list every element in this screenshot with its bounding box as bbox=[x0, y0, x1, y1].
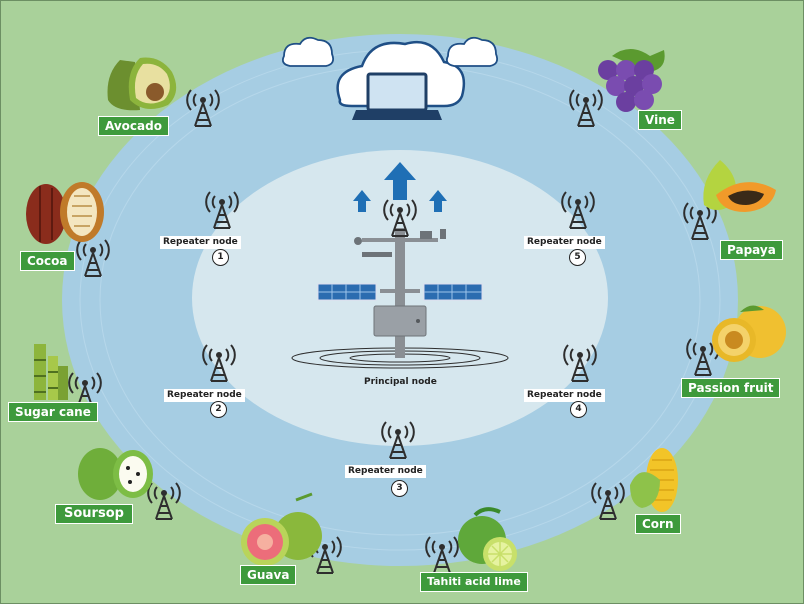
tahiti-lime-icon bbox=[458, 507, 517, 571]
crop-label-sugar-cane: Sugar cane bbox=[8, 402, 98, 422]
crop-label-passion-fruit: Passion fruit bbox=[681, 378, 781, 398]
cocoa-icon bbox=[26, 182, 104, 244]
guava-icon bbox=[241, 492, 322, 566]
repeater-node-3-label: Repeater node bbox=[345, 465, 426, 478]
sugar-cane-icon bbox=[34, 344, 68, 400]
crop-label-soursop: Soursop bbox=[55, 504, 133, 524]
crop-label-vine: Vine bbox=[638, 110, 682, 130]
repeater-node-5-label: Repeater node bbox=[524, 236, 605, 249]
repeater-node-2-label: Repeater node bbox=[164, 389, 245, 402]
cloud-laptop-icon bbox=[281, 36, 499, 120]
repeater-node-1-label: Repeater node bbox=[160, 236, 241, 249]
repeater-node-1-number: 1 bbox=[212, 249, 229, 266]
crop-label-corn: Corn bbox=[635, 514, 681, 534]
repeater-node-5-number: 5 bbox=[569, 249, 586, 266]
crop-label-guava: Guava bbox=[240, 565, 297, 585]
repeater-node-2-number: 2 bbox=[210, 401, 227, 418]
repeater-node-3-number: 3 bbox=[391, 480, 408, 497]
passion-fruit-icon bbox=[712, 305, 786, 362]
crop-label-tahiti-lime: Tahiti acid lime bbox=[420, 572, 528, 592]
crop-label-cocoa: Cocoa bbox=[20, 251, 75, 271]
avocado-icon bbox=[107, 57, 177, 111]
papaya-icon bbox=[703, 160, 776, 212]
vine-icon bbox=[598, 49, 665, 112]
repeater-node-4-number: 4 bbox=[570, 401, 587, 418]
crop-label-avocado: Avocado bbox=[98, 116, 169, 136]
crop-label-papaya: Papaya bbox=[720, 240, 783, 260]
weather-station-icon bbox=[291, 228, 509, 369]
soursop-icon bbox=[78, 448, 153, 500]
uplink-arrows-icon bbox=[353, 162, 447, 212]
repeater-node-4-label: Repeater node bbox=[524, 389, 605, 402]
corn-icon bbox=[630, 448, 678, 512]
principal-node-label: Principal node bbox=[364, 377, 437, 387]
